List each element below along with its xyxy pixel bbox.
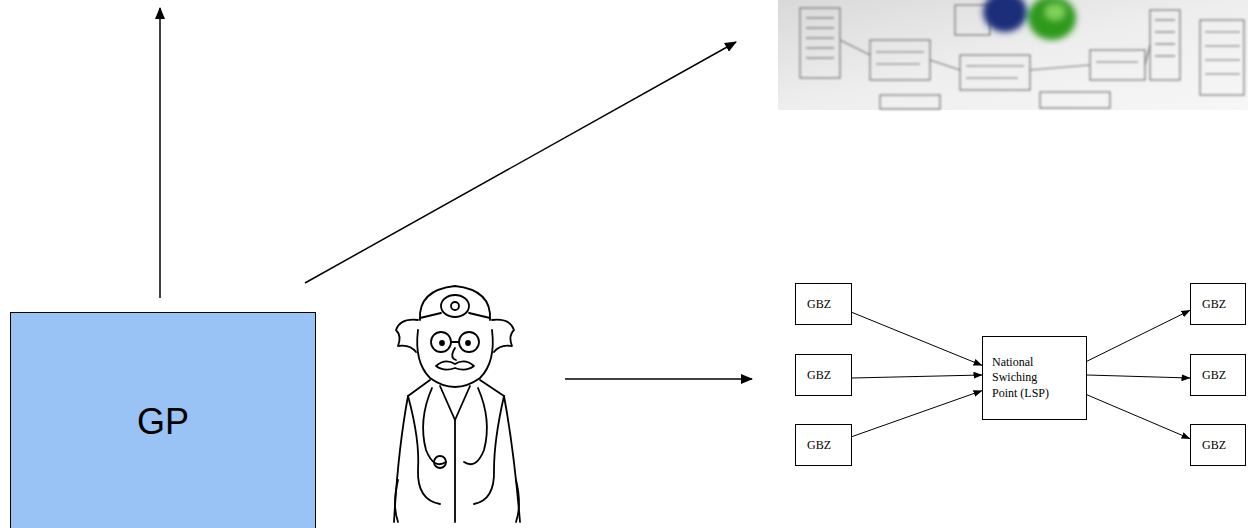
connector-arrow: [1087, 310, 1190, 361]
node-label: GBZ: [807, 297, 831, 312]
connector-arrow: [1087, 395, 1190, 439]
up-arrow: [159, 8, 161, 298]
gbz-box: GBZ: [795, 354, 852, 396]
flowchart-photo: [778, 0, 1248, 110]
gbz-box: GBZ: [1190, 283, 1246, 325]
connector-arrow: [852, 391, 982, 437]
gbz-box: GBZ: [795, 283, 852, 325]
node-label: GBZ: [807, 368, 831, 383]
gbz-box: GBZ: [1190, 424, 1246, 466]
gbz-box: GBZ: [1190, 354, 1246, 396]
node-label: GBZ: [1202, 297, 1226, 312]
connector-arrow: [852, 312, 982, 365]
right-arrow: [565, 378, 752, 380]
node-label: GBZ: [1202, 368, 1226, 383]
gp-box: GP: [10, 312, 316, 528]
connector-arrow: [1087, 375, 1190, 378]
node-label: GBZ: [1202, 438, 1226, 453]
connector-arrow: [852, 375, 982, 378]
node-label: National Swiching Point (LSP): [992, 355, 1058, 402]
diagonal-arrow: [305, 42, 736, 283]
node-label: GP: [137, 401, 189, 443]
switching-point-box: National Swiching Point (LSP): [982, 336, 1087, 420]
doctor-cartoon: [394, 286, 520, 522]
gbz-box: GBZ: [795, 424, 852, 466]
node-label: GBZ: [807, 438, 831, 453]
